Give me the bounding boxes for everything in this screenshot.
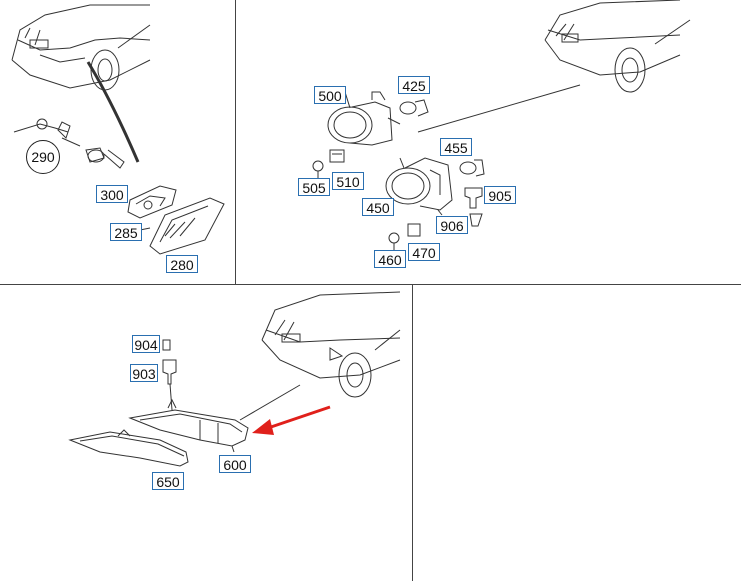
part-label-906[interactable]: 906 <box>436 216 468 234</box>
part-label-650[interactable]: 650 <box>152 472 184 490</box>
headlamp-lens-280 <box>149 197 225 255</box>
part-label-455[interactable]: 455 <box>440 138 472 156</box>
part-label-280[interactable]: 280 <box>166 255 198 273</box>
divider-vertical-bottom <box>412 284 413 581</box>
part-label-290[interactable]: 290 <box>26 140 60 174</box>
clip-470 <box>407 223 421 237</box>
headlamp-housing-285 <box>127 185 177 219</box>
car-illustration-panel3 <box>261 291 401 398</box>
car-illustration-panel1 <box>11 4 151 91</box>
car-illustration-panel2 <box>544 0 691 93</box>
part-label-450[interactable]: 450 <box>362 198 394 216</box>
connector-903 <box>162 359 177 411</box>
part-label-300[interactable]: 300 <box>96 185 128 203</box>
part-label-425[interactable]: 425 <box>398 76 430 94</box>
plug-906 <box>469 213 483 227</box>
bracket-904 <box>162 339 171 351</box>
part-label-285[interactable]: 285 <box>110 223 142 241</box>
connector-905 <box>464 187 483 209</box>
trim-650 <box>68 429 189 467</box>
bulb-425 <box>399 99 429 117</box>
divider-vertical-top <box>235 0 236 284</box>
part-label-470[interactable]: 470 <box>408 243 440 261</box>
fog-lamp-450 <box>385 157 453 216</box>
part-label-460[interactable]: 460 <box>374 250 406 268</box>
part-label-905[interactable]: 905 <box>484 186 516 204</box>
highlight-arrow-icon <box>252 405 331 435</box>
part-label-904[interactable]: 904 <box>132 335 160 353</box>
bulb-455 <box>459 159 485 177</box>
divider-horizontal <box>0 284 741 285</box>
bulb-300 <box>85 147 125 169</box>
drl-strip-600 <box>128 398 249 453</box>
part-label-903[interactable]: 903 <box>130 364 158 382</box>
part-label-600[interactable]: 600 <box>219 455 251 473</box>
bulb-socket-290 <box>13 118 81 147</box>
part-label-500[interactable]: 500 <box>314 86 346 104</box>
fog-lamp-500 <box>327 91 401 146</box>
part-label-510[interactable]: 510 <box>332 172 364 190</box>
part-label-505[interactable]: 505 <box>298 178 330 196</box>
clip-510 <box>329 149 345 163</box>
